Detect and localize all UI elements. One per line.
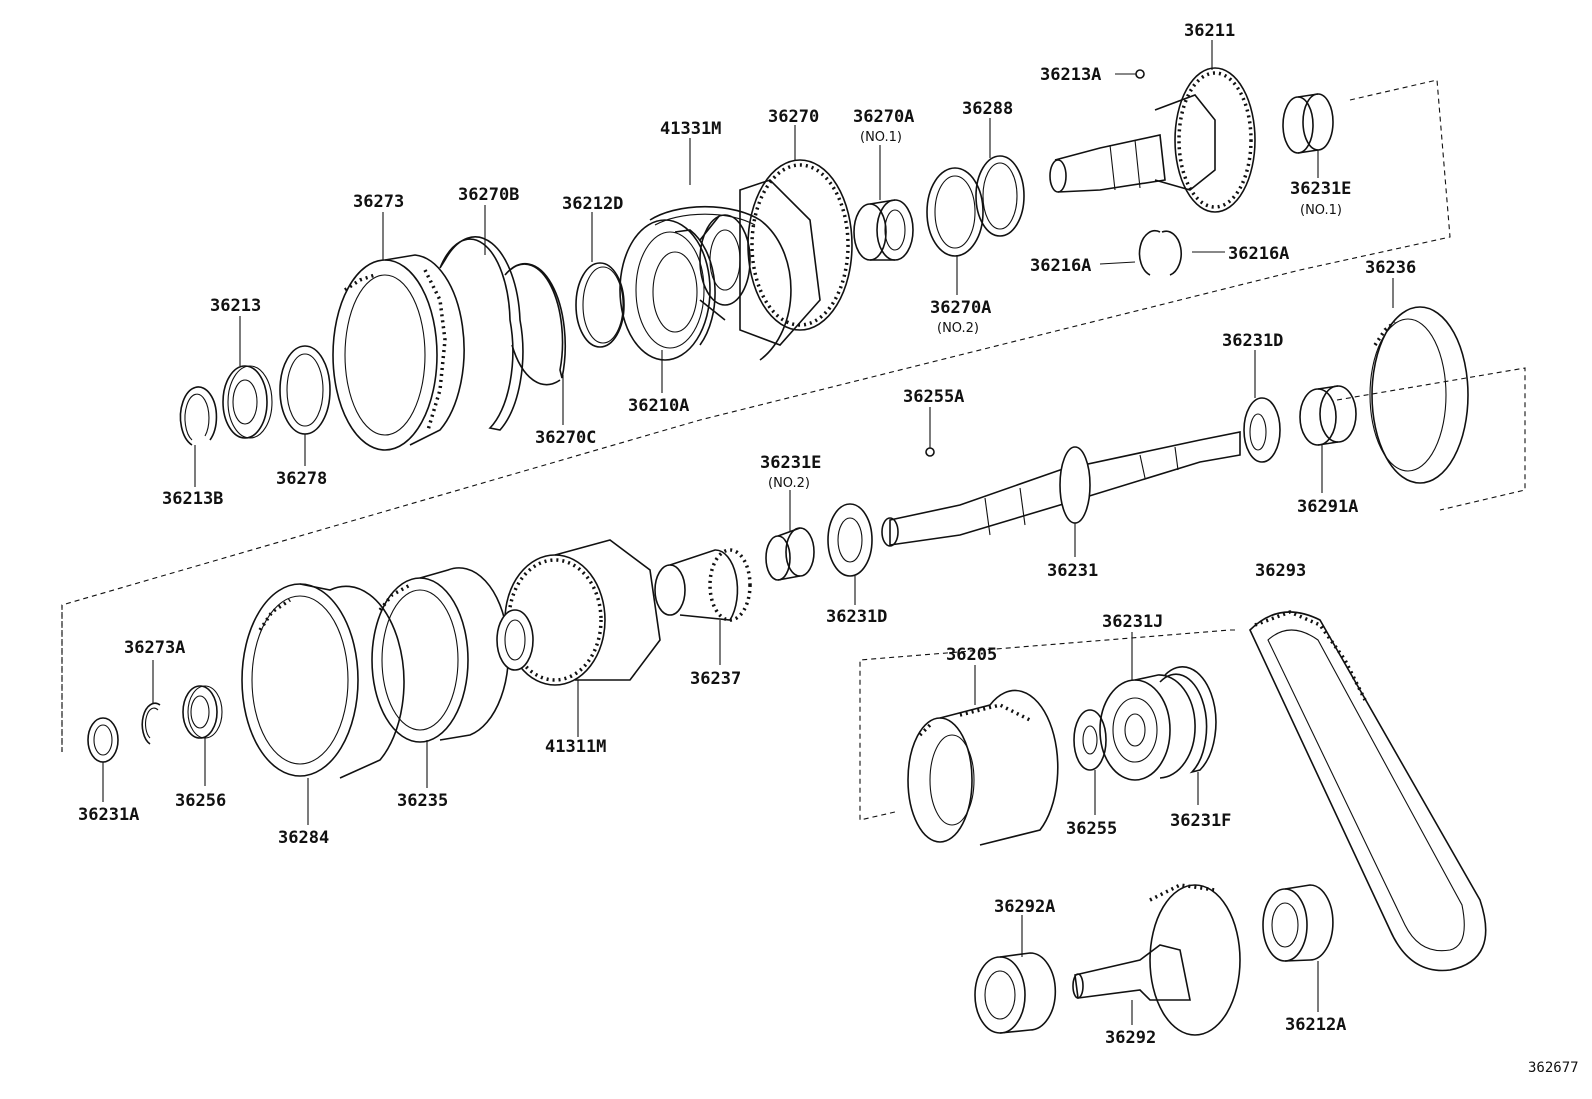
group-outline-bottom [859,629,1235,821]
collar-36213 [222,365,273,439]
washer-36231D-bottom [827,503,873,577]
snap-ring-36213B [179,386,218,446]
label-36278: 36278 [276,469,327,489]
label-36236: 36236 [1365,258,1416,278]
label-36231F: 36231F [1170,811,1231,831]
washer-36278 [279,345,331,435]
label-36291A: 36291A [1297,497,1358,517]
label-36273: 36273 [353,192,404,212]
leader-lines [102,40,1394,1025]
label-36210A: 36210A [628,396,689,416]
label-36231E-1-note: (NO.1) [1300,203,1342,218]
snap-ring-36270C [504,262,566,386]
washer-36270A-2 [926,167,984,257]
gear-36237 [654,548,752,622]
part-labels: 36211 36213A 41331M 36270 36270A (NO.1) … [78,21,1579,1076]
label-36212D: 36212D [562,194,623,214]
label-36270A-2-note: (NO.2) [937,321,979,336]
bearing-36212A [1262,884,1334,962]
bearing-36210A [619,219,716,361]
label-41331M: 41331M [660,119,721,139]
label-36213: 36213 [210,296,261,316]
collar-36256 [182,685,223,739]
label-36288: 36288 [962,99,1013,119]
label-36231D-top: 36231D [1222,331,1283,351]
snap-rings-36216A [1138,229,1182,276]
label-36270C: 36270C [535,428,596,448]
label-36231E-1: 36231E [1290,179,1351,199]
hub-36291A [1299,385,1357,446]
label-36284: 36284 [278,828,329,848]
ring-gear-36284 [241,583,405,779]
sprocket-36236 [1369,306,1469,484]
label-36270B: 36270B [458,185,519,205]
output-shaft-36211 [1049,67,1256,213]
ring-41331M [649,205,792,361]
driven-shaft-36292 [1072,883,1241,1036]
ring-36212D [575,262,625,348]
ball-36213A [1135,69,1145,79]
washer-36231A [87,717,119,763]
label-36231E-2-note: (NO.2) [768,476,810,491]
label-36231J: 36231J [1102,612,1163,632]
label-36256: 36256 [175,791,226,811]
label-36235: 36235 [397,791,448,811]
ring-36270B [439,236,524,431]
washer-36288 [975,155,1025,237]
label-36213B: 36213B [162,489,223,509]
group-outline-right [1336,367,1526,511]
snap-ring-36231F [1159,665,1217,774]
label-36270A-1: 36270A [853,107,914,127]
label-36292A: 36292A [994,897,1055,917]
washer-36231D-top [1243,397,1281,463]
label-36212A: 36212A [1285,1015,1346,1035]
sun-gear-41311M [496,539,661,686]
chain-36293 [1249,610,1487,972]
gear-36205 [907,689,1059,846]
label-36270: 36270 [768,107,819,127]
label-36270A-2: 36270A [930,298,991,318]
label-36255: 36255 [1066,819,1117,839]
planetary-carrier-36270 [699,159,853,346]
label-41311M: 41311M [545,737,606,757]
label-36293: 36293 [1255,561,1306,581]
diagram-reference-code: 362677 [1528,1060,1579,1076]
snap-ring-36273A [141,702,161,745]
label-36270A-1-note: (NO.1) [860,130,902,145]
input-shaft-36231 [881,431,1241,547]
label-36237: 36237 [690,669,741,689]
label-36213A: 36213A [1040,65,1101,85]
label-36211: 36211 [1184,21,1235,41]
label-36231D-bottom: 36231D [826,607,887,627]
ring-36235 [371,567,510,743]
label-36231A: 36231A [78,805,139,825]
washer-36255 [1073,709,1107,771]
needle-bearing-36270A-1 [853,199,914,261]
needle-bearing-36231E-2 [765,527,815,581]
label-36216A-right: 36216A [1228,244,1289,264]
label-36255A: 36255A [903,387,964,407]
ball-36255A [925,447,935,457]
label-36273A: 36273A [124,638,185,658]
label-36205: 36205 [946,645,997,665]
bearing-36292A [974,952,1057,1034]
label-36231E-2: 36231E [760,453,821,473]
clutch-sleeve-36273 [332,254,465,451]
label-36216A-left: 36216A [1030,256,1091,276]
needle-bearing-36231E-1 [1282,93,1334,154]
label-36292: 36292 [1105,1028,1156,1048]
label-36231: 36231 [1047,561,1098,581]
bearing-36231J [1099,674,1196,781]
